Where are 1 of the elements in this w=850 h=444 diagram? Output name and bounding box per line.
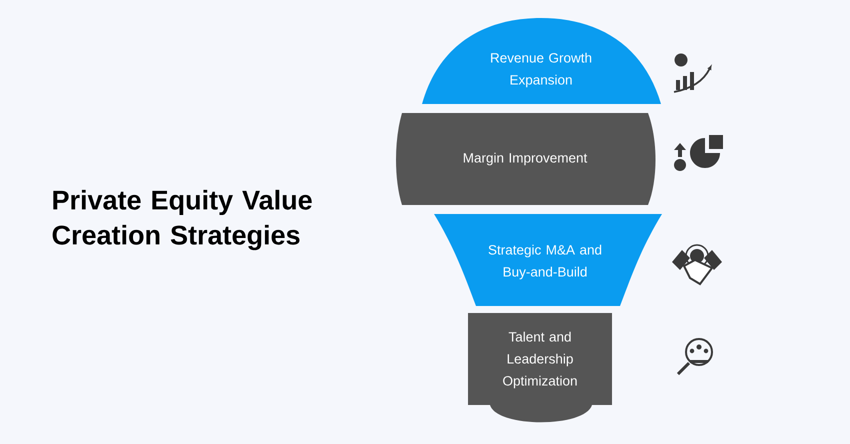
title: Private Equity Value Creation Strategies: [52, 190, 312, 250]
